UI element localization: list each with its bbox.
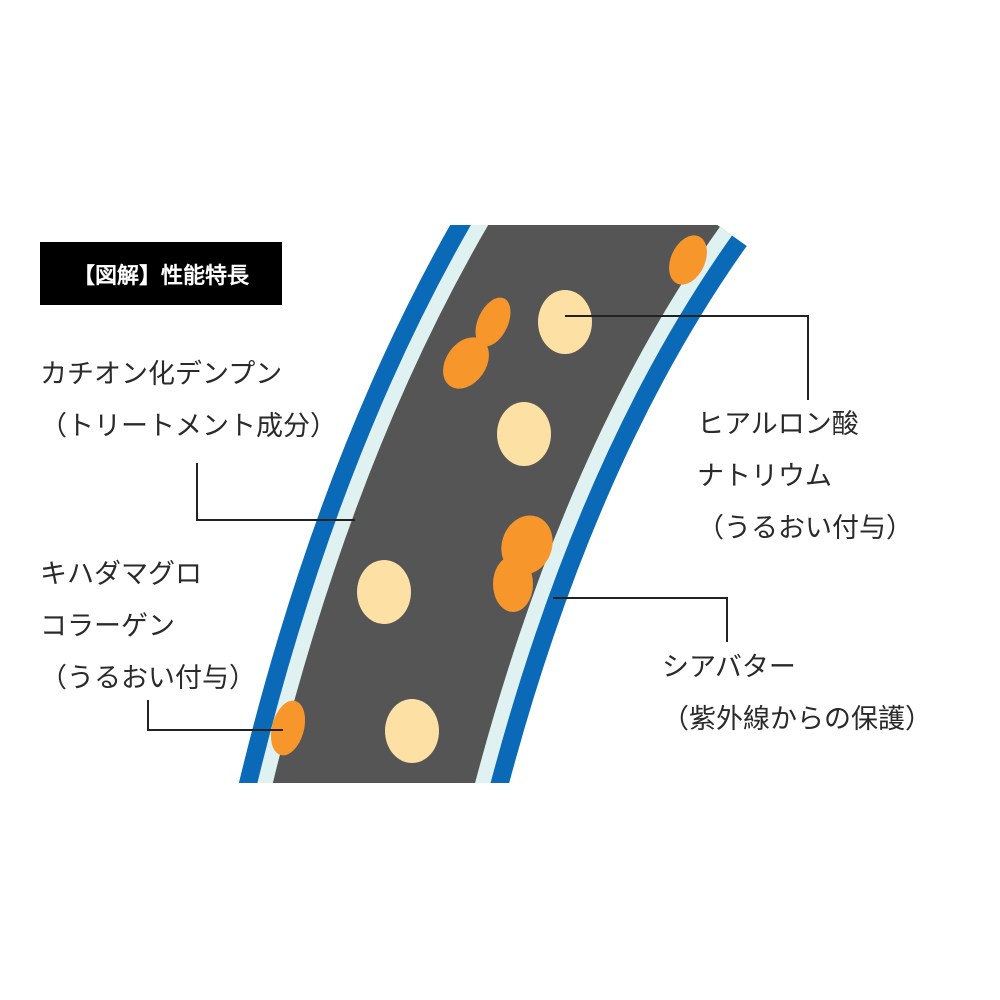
label-line: ヒアルロン酸	[697, 409, 859, 440]
label-line: コラーゲン	[40, 611, 175, 642]
label-line: シアバター	[662, 652, 796, 683]
label-shea-butter: シアバター （紫外線からの保護）	[662, 642, 932, 746]
label-line: （うるおい付与）	[40, 663, 256, 694]
label-line: キハダマグロ	[40, 559, 202, 590]
leader-lines	[147, 315, 809, 731]
label-line: （トリートメント成分）	[40, 411, 337, 442]
label-line: ナトリウム	[697, 461, 832, 492]
label-cationic-starch: カチオン化デンプン （トリートメント成分）	[40, 349, 337, 453]
label-line: カチオン化デンプン	[40, 359, 283, 390]
label-tuna-collagen: キハダマグロ コラーゲン （うるおい付与）	[40, 549, 256, 705]
label-hyaluronic: ヒアルロン酸 ナトリウム （うるおい付与）	[697, 399, 913, 555]
leader-shea	[553, 597, 728, 642]
label-line: （うるおい付与）	[697, 513, 913, 544]
label-line: （紫外線からの保護）	[662, 704, 932, 735]
diagram-title: 【図解】性能特長	[40, 242, 282, 305]
leader-collagen	[147, 700, 283, 731]
leader-hyaluronic	[565, 315, 809, 400]
collagen-particles	[270, 235, 707, 756]
hyaluronic-particles	[357, 290, 592, 763]
leader-cationic	[196, 463, 355, 521]
